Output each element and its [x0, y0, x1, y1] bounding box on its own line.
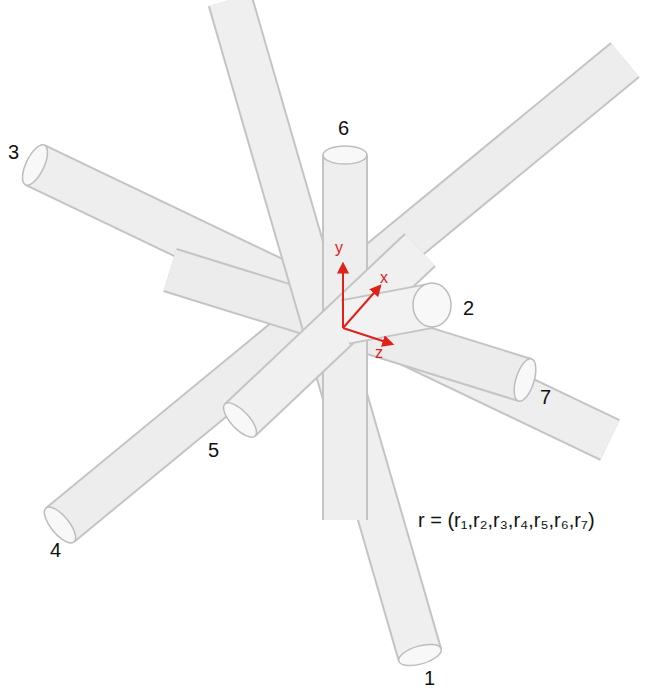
axis-arrows — [343, 264, 392, 344]
callout-number: 7 — [540, 387, 551, 407]
callout-number: 1 — [424, 668, 435, 688]
callout-number: 2 — [463, 298, 474, 318]
formula: r = (r₁,r₂,r₃,r₄,r₅,r₆,r₇) — [418, 510, 595, 530]
axis-label: x — [380, 270, 388, 286]
callout-number: 5 — [208, 440, 219, 460]
callout-number: 3 — [8, 142, 19, 162]
callout-number: 6 — [338, 118, 349, 138]
axis-label: y — [335, 240, 343, 256]
rod — [230, 0, 444, 670]
rod — [345, 283, 451, 327]
rod — [39, 60, 625, 548]
rod — [218, 250, 420, 442]
axis-label: z — [375, 345, 383, 361]
callout-number: 4 — [50, 540, 61, 560]
